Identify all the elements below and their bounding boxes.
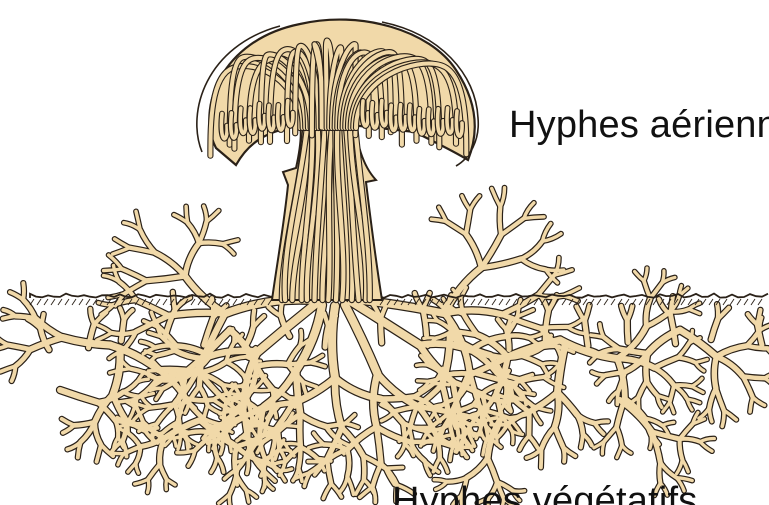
vegetative-hyphae-label: Hyphes végétatifs [392,482,697,505]
aerial-hyphae-label: Hyphes aériennes [509,106,769,144]
stipe-hyphae-bundle [272,125,382,300]
stem-strand [328,128,332,300]
vegetative-hyphae-network [0,188,769,505]
